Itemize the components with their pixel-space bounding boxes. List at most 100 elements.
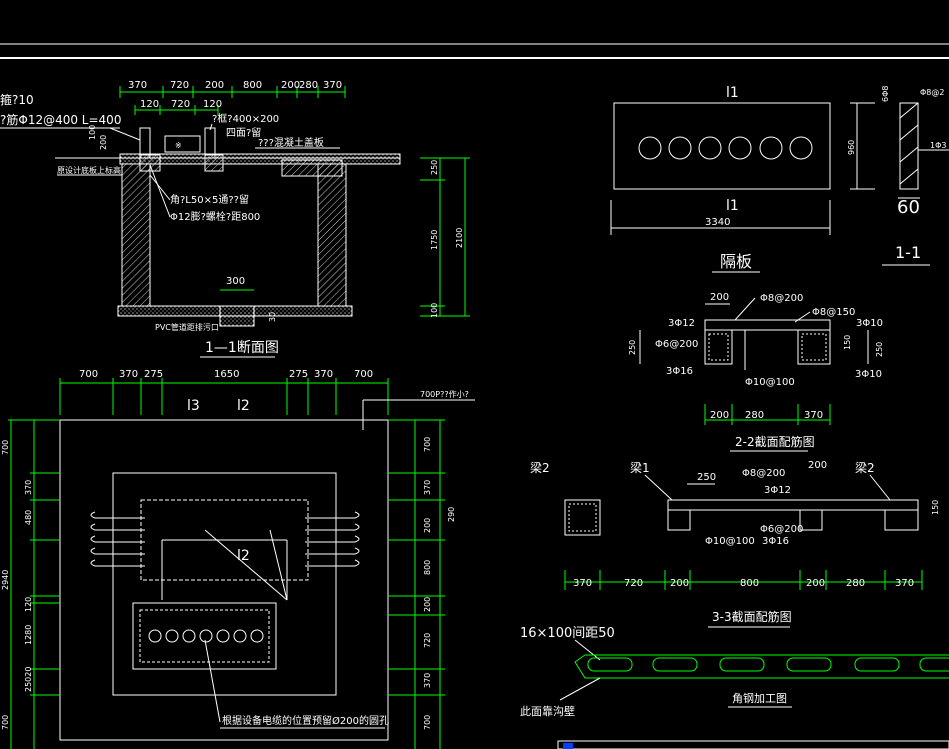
s22-phi10-100: Φ10@100 bbox=[745, 377, 795, 388]
s33-beam2-left: 梁2 bbox=[530, 460, 550, 475]
partition-dim-height: 960 bbox=[847, 140, 856, 155]
plan-right-700b: 700 bbox=[423, 715, 432, 730]
s33-bottom-200a: 200 bbox=[670, 578, 689, 589]
partition-side-note-right: 1Φ3 bbox=[930, 141, 946, 150]
steel-side-note: 此面靠沟壁 bbox=[520, 704, 575, 718]
steel-note: 16×100间距50 bbox=[520, 626, 615, 641]
s33-beam1: 梁1 bbox=[630, 460, 650, 475]
plan-left-370: 370 bbox=[24, 480, 33, 495]
dim-100-v: 100 bbox=[88, 125, 97, 140]
plan-dim-1650: 1650 bbox=[214, 369, 239, 380]
dim-370-b: 370 bbox=[323, 80, 342, 91]
s33-slab bbox=[667, 499, 919, 511]
note-original-slab: 原设计底板上标高 bbox=[57, 165, 121, 175]
logo-icon bbox=[563, 743, 573, 749]
note-bolt: Φ12膨?螺栓?距800 bbox=[170, 210, 260, 223]
s22-3phi10-top: 3Φ10 bbox=[856, 318, 883, 329]
s33-beam2-right: 梁2 bbox=[855, 460, 875, 475]
note-cover: ???混凝土盖板 bbox=[258, 136, 324, 149]
dim-200-a: 200 bbox=[205, 80, 224, 91]
s33-beam-a bbox=[667, 509, 691, 531]
note-pvc: PVC管道距排污口 bbox=[155, 322, 219, 332]
steel-outline bbox=[574, 654, 949, 679]
s33-bottom-280: 280 bbox=[846, 578, 865, 589]
s22-3phi10: 3Φ10 bbox=[855, 369, 882, 380]
plan-right-200b: 200 bbox=[423, 597, 432, 612]
partition-side-note-top: Φ8@2 bbox=[920, 88, 944, 97]
section-1-1: 370 720 200 800 200 280 370 120 720 120 … bbox=[0, 80, 470, 358]
sump bbox=[219, 305, 255, 327]
note-angle: 角?L50×5通??留 bbox=[170, 193, 249, 206]
plan-note-top: 700P??作小? bbox=[420, 389, 469, 399]
dim-120-b: 120 bbox=[203, 99, 222, 110]
s33-beam-b bbox=[799, 509, 823, 531]
bolt-group-right bbox=[305, 511, 360, 567]
partition-side-title: 1-1 bbox=[895, 243, 921, 262]
partition-side-dim60: 60 bbox=[897, 197, 920, 218]
s22-3phi12: 3Φ12 bbox=[668, 318, 695, 329]
s33-bottom-370b: 370 bbox=[895, 578, 914, 589]
partition-dim-width: 3340 bbox=[705, 217, 730, 228]
dim-250-v: 250 bbox=[430, 160, 439, 175]
s22-beam-left bbox=[704, 329, 733, 365]
plan-right-720: 720 bbox=[423, 633, 432, 648]
dim-30: 30 bbox=[268, 312, 277, 322]
plan-opening bbox=[140, 499, 309, 581]
dim-280-a: 280 bbox=[299, 80, 318, 91]
dim-370-a: 370 bbox=[128, 80, 147, 91]
angle-steel: 16×100间距50 此面靠沟壁 角钢加工图 bbox=[520, 626, 949, 749]
plan-left-700: 700 bbox=[1, 440, 10, 455]
dim-200-b: 200 bbox=[281, 80, 300, 91]
s22-dim-250: 250 bbox=[628, 340, 637, 355]
partition-title: 隔板 bbox=[720, 252, 752, 271]
s33-dim-150: 150 bbox=[931, 500, 940, 515]
note-four-sides: 四面?留 bbox=[226, 126, 261, 139]
s33-bottom-800: 800 bbox=[740, 578, 759, 589]
s22-dim-150: 150 bbox=[843, 335, 852, 350]
plan-left-120: 120 bbox=[24, 597, 33, 612]
partition-side bbox=[899, 102, 919, 190]
section-1-title: 1—1断面图 bbox=[205, 340, 279, 356]
dim-720-b: 720 bbox=[171, 99, 190, 110]
plan-outer bbox=[59, 419, 389, 741]
s22-bottom-200: 200 bbox=[710, 410, 729, 421]
dim-800-a: 800 bbox=[243, 80, 262, 91]
plan-inner bbox=[112, 472, 337, 696]
dim-720-a: 720 bbox=[170, 80, 189, 91]
plan-right-370b: 370 bbox=[423, 673, 432, 688]
s22-bottom-280: 280 bbox=[745, 410, 764, 421]
steel-slots bbox=[587, 657, 949, 672]
plan-dim-275-b: 275 bbox=[289, 369, 308, 380]
partition-board bbox=[613, 102, 831, 190]
plan-left-700b: 700 bbox=[1, 715, 10, 730]
s22-phi8-200: Φ8@200 bbox=[760, 293, 803, 304]
s33-dim-250: 250 bbox=[697, 472, 716, 483]
plan-dim-700-b: 700 bbox=[354, 369, 373, 380]
s33-3phi12: 3Φ12 bbox=[764, 485, 791, 496]
note-rebar: ?筋Φ12@400 L=400 bbox=[0, 112, 121, 127]
dim-1750-v: 1750 bbox=[430, 230, 439, 250]
s22-beam-right bbox=[797, 329, 831, 365]
section-3-3: 梁2 梁1 梁2 250 Φ8@200 200 3Φ12 Φ6@200 Φ10@… bbox=[530, 460, 940, 628]
partition-plan bbox=[132, 602, 277, 670]
partition-label-top: l1 bbox=[726, 85, 739, 101]
s33-title: 3-3截面配筋图 bbox=[712, 609, 792, 624]
s33-3phi16: 3Φ16 bbox=[762, 536, 789, 547]
plan-right-700: 700 bbox=[423, 437, 432, 452]
plan-right-800: 800 bbox=[423, 560, 432, 575]
ground-slab bbox=[119, 153, 401, 165]
wall-cap-mid bbox=[204, 154, 224, 172]
s33-phi6-200: Φ6@200 bbox=[760, 524, 803, 535]
s22-title: 2-2截面配筋图 bbox=[735, 434, 815, 449]
plan-right-290: 290 bbox=[447, 507, 456, 522]
plan-right-200: 200 bbox=[423, 518, 432, 533]
note-frame: ?框?400×200 bbox=[212, 112, 279, 125]
s33-bottom-370a: 370 bbox=[573, 578, 592, 589]
plan-label-l3: l3 bbox=[187, 398, 200, 414]
plan-label-l2-inner: l2 bbox=[237, 548, 250, 564]
plan-hole-note: 根据设备电缆的位置预留Ø200的圆孔 bbox=[222, 714, 389, 727]
plan-dim-370-b: 370 bbox=[314, 369, 333, 380]
plan-dim-700-a: 700 bbox=[79, 369, 98, 380]
plan-label-l2: l2 bbox=[237, 398, 250, 414]
